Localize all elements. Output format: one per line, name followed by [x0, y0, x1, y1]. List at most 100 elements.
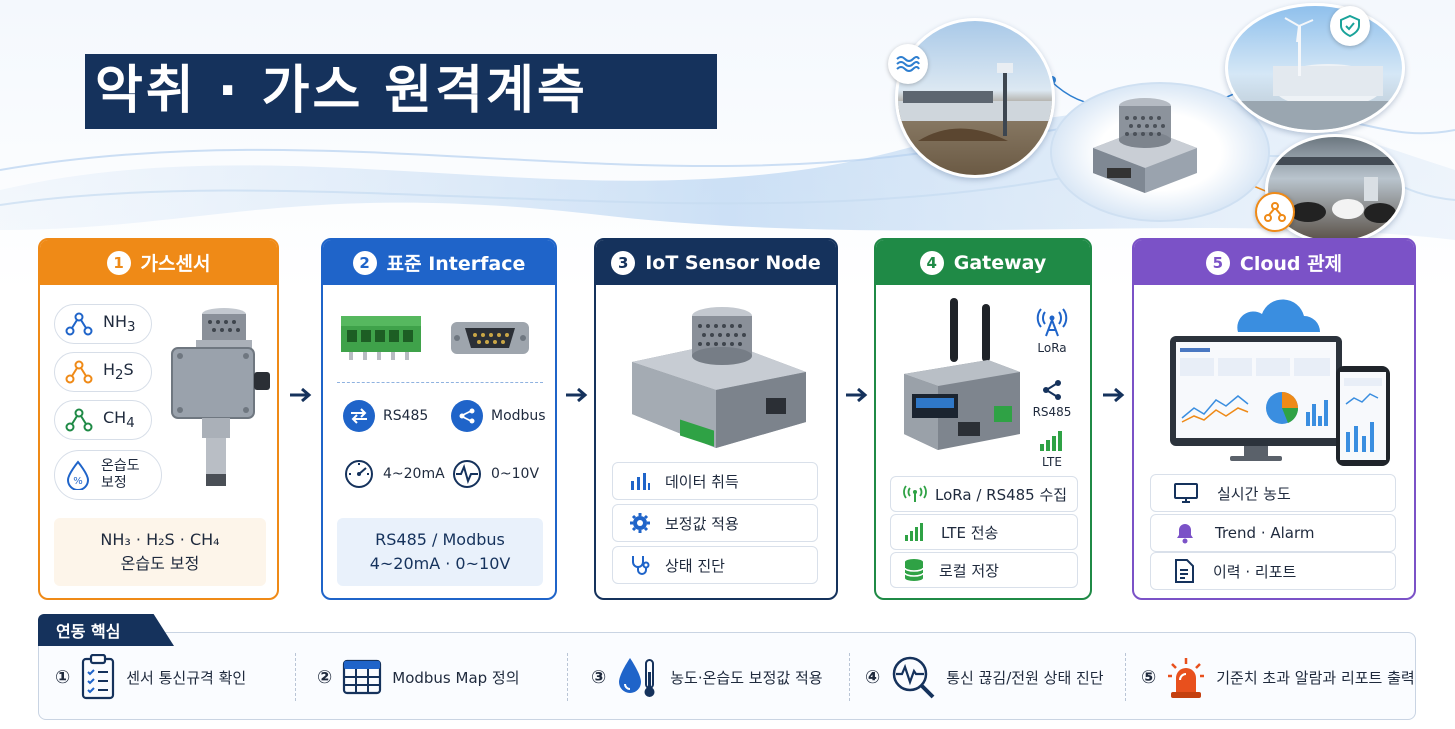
side-label: LTE: [1042, 455, 1062, 469]
feature-label: 상태 진단: [665, 556, 725, 575]
flow-arrow-icon: [566, 387, 588, 403]
page-title: 악취 · 가스 원격계측: [85, 54, 717, 129]
core-section-title: 연동 핵심: [38, 614, 174, 646]
core-label: 통신 끊김/전원 상태 진단: [946, 668, 1104, 687]
flow-arrow-icon: [846, 387, 868, 403]
interface-0-10v: 0~10V: [451, 458, 539, 490]
core-label: 농도·온습도 보정값 적용: [670, 668, 823, 687]
feature-label: 로컬 저장: [939, 561, 999, 580]
core-divider: [295, 653, 296, 701]
svg-text:%: %: [73, 476, 83, 487]
card-cloud-control: 5 Cloud 관제 실시간 농도 Trend · Alarm 이력 · 리포트: [1132, 238, 1416, 600]
flow-arrow-icon: [290, 387, 312, 403]
card-header: 3 IoT Sensor Node: [596, 240, 836, 285]
interface-label: 0~10V: [491, 466, 540, 482]
divider: [337, 382, 543, 383]
antenna-icon: [1036, 308, 1068, 337]
interface-rs485: RS485: [343, 400, 428, 432]
card-header: 5 Cloud 관제: [1134, 240, 1414, 285]
feature-diagnosis: 상태 진단: [612, 546, 818, 584]
feature-label: LoRa / RS485 수집: [935, 485, 1068, 504]
feature-realtime-concentration: 실시간 농도: [1150, 474, 1396, 512]
interface-modbus: Modbus: [451, 400, 546, 432]
core-item-4: ④ 통신 끊김/전원 상태 진단: [865, 653, 1104, 701]
cloud-dashboard-image: [1170, 299, 1390, 466]
gas-sensor-device-image: [171, 308, 270, 486]
summary-line1: NH₃ · H₂S · CH₄: [100, 530, 220, 549]
feature-lte-transfer: LTE 전송: [890, 514, 1078, 550]
hero-farm-image: [895, 18, 1055, 178]
gear-icon: [630, 513, 650, 533]
feature-label: 데이터 취득: [665, 472, 739, 491]
gas-item-nh3: NH3: [54, 304, 152, 344]
gauge-icon: [345, 460, 373, 488]
gateway-side-lte: LTE: [1024, 428, 1080, 469]
signal-bars-icon: [1040, 431, 1062, 451]
interface-summary: RS485 / Modbus 4~20mA · 0~10V: [337, 518, 543, 586]
db9-connector-image: [451, 322, 529, 354]
step-number: 5: [1205, 250, 1230, 275]
flow-arrow-icon: [1103, 387, 1125, 403]
shield-check-badge-icon: [1330, 6, 1370, 46]
step-number: 2: [352, 250, 377, 275]
hero-plant-image: [1225, 3, 1405, 133]
feature-trend-alarm: Trend · Alarm: [1150, 514, 1396, 552]
step-number: 4: [919, 250, 944, 275]
bar-chart-icon: [631, 473, 650, 490]
summary-line2: 4~20mA · 0~10V: [369, 554, 511, 573]
share-nodes-icon: [451, 400, 483, 432]
terminal-block-image: [341, 316, 421, 360]
card-title: IoT Sensor Node: [645, 251, 821, 274]
core-number: ⑤: [1141, 666, 1157, 688]
waveform-icon: [453, 460, 481, 488]
document-icon: [1175, 559, 1194, 583]
core-number: ③: [591, 666, 607, 688]
feature-local-storage: 로컬 저장: [890, 552, 1078, 588]
feature-calibration: 보정값 적용: [612, 504, 818, 542]
gateway-side-rs485: RS485: [1024, 378, 1080, 419]
feature-label: 보정값 적용: [665, 514, 739, 533]
core-number: ①: [55, 666, 71, 688]
share-nodes-icon: [1043, 380, 1061, 400]
feature-label: 실시간 농도: [1217, 484, 1291, 503]
bell-icon: [1177, 524, 1193, 544]
core-divider: [1125, 653, 1126, 701]
molecule-icon: [65, 408, 93, 432]
network-nodes-badge-icon: [1255, 192, 1295, 232]
interface-label: Modbus: [491, 408, 546, 424]
interface-4-20ma: 4~20mA: [343, 458, 445, 490]
gateway-side-lora: LoRa: [1024, 308, 1080, 355]
humidity-percent-icon: %: [66, 460, 90, 490]
interface-label: 4~20mA: [383, 466, 445, 482]
card-gas-sensor: 1 가스센서 NH3 H2S CH4 % 온습도 보정 NH₃ · H₂S · …: [38, 238, 279, 600]
core-label: 센서 통신규격 확인: [126, 668, 247, 687]
card-standard-interface: 2 표준 Interface RS485 Modbus 4~20mA 0~10V…: [321, 238, 557, 600]
stethoscope-icon: [632, 556, 650, 575]
core-item-2: ② Modbus Map 정의: [317, 653, 520, 701]
step-number: 1: [106, 250, 131, 275]
antenna-icon: [903, 485, 927, 502]
core-section: ① 센서 통신규격 확인 ② Modbus Map 정의 ③ 농도·온습도 보정…: [38, 632, 1416, 720]
step-number: 3: [611, 250, 636, 275]
database-icon: [904, 559, 924, 581]
core-item-5: ⑤ 기준치 초과 알람과 리포트 출력: [1141, 653, 1415, 701]
diagnosis-search-icon: [893, 656, 935, 699]
molecule-icon: [65, 312, 93, 336]
core-label: 기준치 초과 알람과 리포트 출력: [1216, 668, 1415, 687]
interface-label: RS485: [383, 408, 429, 424]
humidity-item: % 온습도 보정: [54, 450, 162, 500]
core-item-3: ③ 농도·온습도 보정값 적용: [591, 653, 823, 701]
core-label: Modbus Map 정의: [392, 668, 520, 687]
feature-history-report: 이력 · 리포트: [1150, 552, 1396, 590]
signal-bars-icon: [905, 523, 923, 541]
exchange-arrows-icon: [343, 400, 375, 432]
gas-label: NH3: [103, 312, 136, 336]
card-header: 2 표준 Interface: [323, 240, 555, 285]
side-label: RS485: [1032, 405, 1072, 419]
core-divider: [849, 653, 850, 701]
drop-thermometer-icon: [619, 658, 655, 697]
core-divider: [567, 653, 568, 701]
core-item-1: ① 센서 통신규격 확인: [55, 653, 246, 701]
card-iot-sensor-node: 3 IoT Sensor Node 데이터 취득 보정값 적용 상태 진단: [594, 238, 838, 600]
hero-gas-sensor-image: [1093, 98, 1197, 193]
